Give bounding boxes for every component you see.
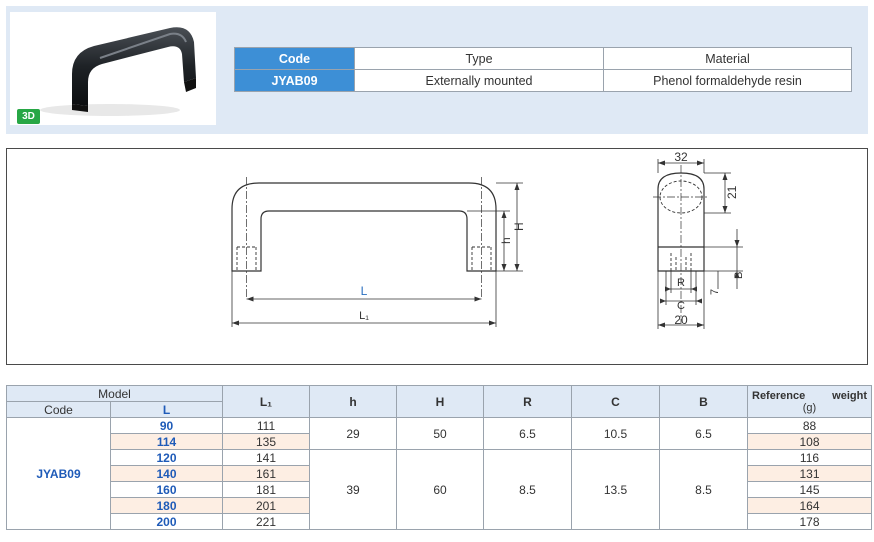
side-view [653, 159, 743, 329]
product-photo: 3D [10, 12, 216, 125]
info-material-value: Phenol formaldehyde resin [603, 69, 852, 92]
cell-h-group1: 29 [309, 417, 397, 450]
header-weight-a: Reference [752, 389, 806, 402]
info-code-value: JYAB09 [234, 69, 355, 92]
cell-R-group2: 8.5 [483, 449, 572, 530]
header-C: C [571, 385, 660, 418]
cell-weight: 178 [747, 513, 872, 530]
cell-L1: 201 [222, 497, 310, 514]
dim-label-C: C [677, 300, 685, 312]
dim-label-H: H [512, 222, 526, 231]
cell-L1: 135 [222, 433, 310, 450]
cell-L1: 161 [222, 465, 310, 482]
cell-H-group1: 50 [396, 417, 484, 450]
info-header-type: Type [354, 47, 604, 70]
cell-L: 114 [110, 433, 223, 450]
dim-label-h: h [499, 237, 513, 244]
technical-drawing: L L₁ h H [6, 148, 868, 365]
header-weight-b: weight [832, 389, 867, 402]
table-row: JYAB09 90 111 29 50 6.5 10.5 6.5 88 [6, 417, 872, 530]
cell-h-group2: 39 [309, 449, 397, 530]
header-model: Model [6, 385, 223, 402]
cell-weight: 164 [747, 497, 872, 514]
header-H: H [396, 385, 484, 418]
table-row: 120 141 39 60 8.5 13.5 8.5 116 [7, 449, 872, 530]
cell-B-group2: 8.5 [659, 449, 748, 530]
cell-L: 180 [110, 497, 223, 514]
dim-label-B: B [733, 272, 745, 279]
dim-label-R: R [677, 277, 685, 289]
header-code: Code [6, 401, 111, 418]
header-L1: L₁ [222, 385, 310, 418]
dim-label-21: 21 [725, 185, 739, 199]
table-row: 200 221 178 [7, 513, 872, 530]
cell-L1: 221 [222, 513, 310, 530]
cell-L: 120 [110, 449, 223, 466]
info-header-code: Code [234, 47, 355, 70]
dim-label-20: 20 [674, 313, 688, 327]
dim-label-L: L [361, 284, 368, 298]
product-info-table: Code Type Material JYAB09 Externally mou… [234, 47, 852, 92]
cell-L: 200 [110, 513, 223, 530]
header-B: B [659, 385, 748, 418]
dim-label-32: 32 [674, 150, 688, 164]
header-L: L [110, 401, 223, 418]
info-type-value: Externally mounted [354, 69, 604, 92]
dim-label-L1: L₁ [359, 310, 369, 322]
spec-table: Model L₁ h H R C B Reference weight (g) … [6, 385, 872, 530]
cell-L1: 181 [222, 481, 310, 498]
cell-L1: 141 [222, 449, 310, 466]
header-weight: Reference weight (g) [747, 385, 872, 418]
cell-L: 160 [110, 481, 223, 498]
cell-weight: 88 [747, 417, 872, 434]
cell-weight: 131 [747, 465, 872, 482]
handle-photo-image [40, 27, 196, 116]
header-weight-unit: (g) [802, 401, 817, 414]
cell-L: 90 [110, 417, 223, 434]
table-row: 160 181 145 [7, 481, 872, 498]
info-header-material: Material [603, 47, 852, 70]
cell-C-group1: 10.5 [571, 417, 660, 450]
table-row: 140 161 131 [7, 465, 872, 482]
dim-label-7: 7 [709, 289, 721, 295]
product-info-panel: 3D Code Type Material JYAB09 Externally … [6, 6, 868, 134]
cell-C-group2: 13.5 [571, 449, 660, 530]
cell-L1: 111 [222, 417, 310, 434]
cell-weight: 108 [747, 433, 872, 450]
code-cell: JYAB09 [6, 417, 111, 530]
dimension-drawing-svg: L L₁ h H [231, 150, 745, 329]
cell-weight: 116 [747, 449, 872, 466]
cell-R-group1: 6.5 [483, 417, 572, 450]
cell-weight: 145 [747, 481, 872, 498]
front-view [231, 177, 523, 327]
header-R: R [483, 385, 572, 418]
3d-badge[interactable]: 3D [17, 109, 40, 124]
header-h: h [309, 385, 397, 418]
cell-L: 140 [110, 465, 223, 482]
cell-H-group2: 60 [396, 449, 484, 530]
cell-B-group1: 6.5 [659, 417, 748, 450]
